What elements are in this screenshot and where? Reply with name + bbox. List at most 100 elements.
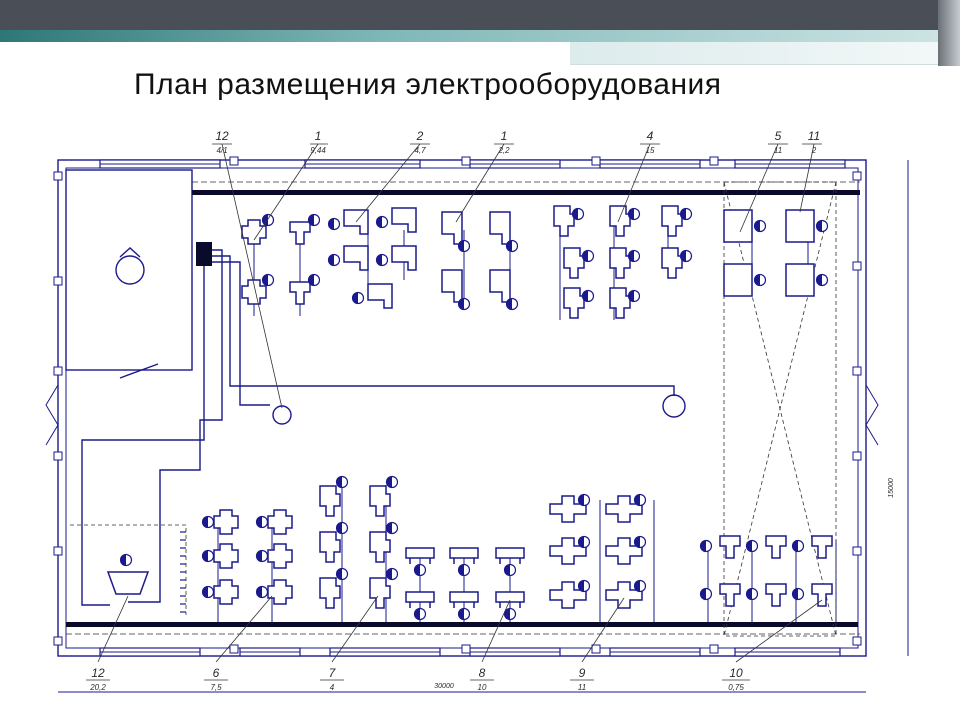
motor-fill <box>572 208 578 220</box>
callout-top-2: 2 4,7 <box>414 129 426 155</box>
callout-number: 8 <box>479 666 486 680</box>
callout-leader <box>799 143 815 213</box>
motor-fill <box>628 250 634 262</box>
motor-fill <box>792 588 798 600</box>
motor-fill <box>506 298 512 310</box>
callout-top-12: 12 4/1 <box>215 129 229 155</box>
column <box>852 546 862 556</box>
motor-fill <box>414 564 420 576</box>
motor-symbol <box>385 567 399 581</box>
callout-number: 9 <box>579 666 586 680</box>
callout-bottom-10: 10 0,75 <box>728 666 744 692</box>
callout-number: 2 <box>416 129 424 143</box>
machine-outline <box>449 547 479 564</box>
cable-route <box>212 255 675 396</box>
header-dark-stripe <box>0 0 960 30</box>
column <box>461 156 471 166</box>
machine-outline <box>661 205 683 237</box>
machine-outline <box>785 263 815 297</box>
motor-symbol <box>307 273 321 287</box>
motor-fill <box>634 580 640 592</box>
callout-top-5: 5 11 <box>774 129 782 155</box>
machine-outline <box>609 205 631 237</box>
machine-unit <box>489 269 511 303</box>
cable-route <box>81 266 205 606</box>
motor-fill <box>746 588 752 600</box>
callout-number: 10 <box>729 666 743 680</box>
slide-title: План размещения электрооборудования <box>134 68 722 101</box>
machine-unit <box>391 207 417 233</box>
callout-value: 4 <box>330 683 335 692</box>
machine-outline <box>369 531 391 563</box>
machine-unit <box>241 279 267 305</box>
machine-unit <box>495 547 525 564</box>
motor-symbol <box>335 521 349 535</box>
motor-symbol <box>255 515 269 529</box>
distribution-panel <box>196 242 212 266</box>
machine-outline <box>605 537 643 565</box>
motor-fill <box>578 580 584 592</box>
machine-outline <box>241 219 267 245</box>
machine-unit <box>553 205 575 237</box>
machine-outline <box>289 281 311 305</box>
callout-bottom-12: 12 20,2 <box>89 666 106 692</box>
column <box>53 636 63 646</box>
equipment-group <box>106 205 833 621</box>
machine-unit <box>343 245 369 271</box>
motor-symbol <box>753 273 767 287</box>
machine-unit <box>719 583 741 607</box>
motor-fill <box>746 540 752 552</box>
cable-route <box>128 249 223 603</box>
motor-symbol <box>335 567 349 581</box>
motor-fill <box>700 540 706 552</box>
motor-fill <box>202 550 208 562</box>
motor-symbol <box>327 253 341 267</box>
motor-symbol <box>627 289 641 303</box>
motor-symbol <box>327 217 341 231</box>
callout-leader <box>481 599 511 663</box>
callout-number: 1 <box>315 129 322 143</box>
motor-symbol <box>745 587 759 601</box>
machine-unit <box>319 485 341 517</box>
machine-unit <box>405 591 435 608</box>
motor-fill <box>504 608 510 620</box>
crane-zone <box>723 181 837 637</box>
callout-value: 4/1 <box>216 146 227 155</box>
machine-unit <box>549 581 587 609</box>
machine-outline <box>489 269 511 303</box>
callout-leader <box>455 143 505 223</box>
column <box>709 156 719 166</box>
machine-unit <box>267 579 293 605</box>
motor-fill <box>504 564 510 576</box>
machine-unit <box>241 219 267 245</box>
motor-fill <box>458 608 464 620</box>
motor-symbol <box>201 585 215 599</box>
callout-leader <box>215 595 273 663</box>
callout-number: 5 <box>775 129 782 143</box>
motor-fill <box>308 274 314 286</box>
callout-value: 15 <box>646 146 655 155</box>
column <box>53 171 63 181</box>
motor-fill <box>386 476 392 488</box>
machine-unit <box>609 287 631 319</box>
callout-value: 0,75 <box>728 683 744 692</box>
machine-outline <box>495 547 525 564</box>
column <box>53 451 63 461</box>
machine-outline <box>449 591 479 608</box>
header-light-tab <box>570 42 960 65</box>
motor-symbol <box>577 535 591 549</box>
motor-symbol <box>505 239 519 253</box>
machine-outline <box>405 591 435 608</box>
slide-header-band <box>0 0 960 66</box>
column <box>229 644 239 654</box>
callout-bottom-8: 8 10 <box>478 666 487 692</box>
machine-unit <box>811 583 833 607</box>
column <box>229 156 239 166</box>
motor-symbol <box>261 213 275 227</box>
motor-symbol <box>255 549 269 563</box>
machine-unit <box>289 221 311 245</box>
motor-fill <box>582 290 588 302</box>
motor-symbol <box>699 539 713 553</box>
header-teal-stripe <box>0 30 960 42</box>
column <box>591 644 601 654</box>
